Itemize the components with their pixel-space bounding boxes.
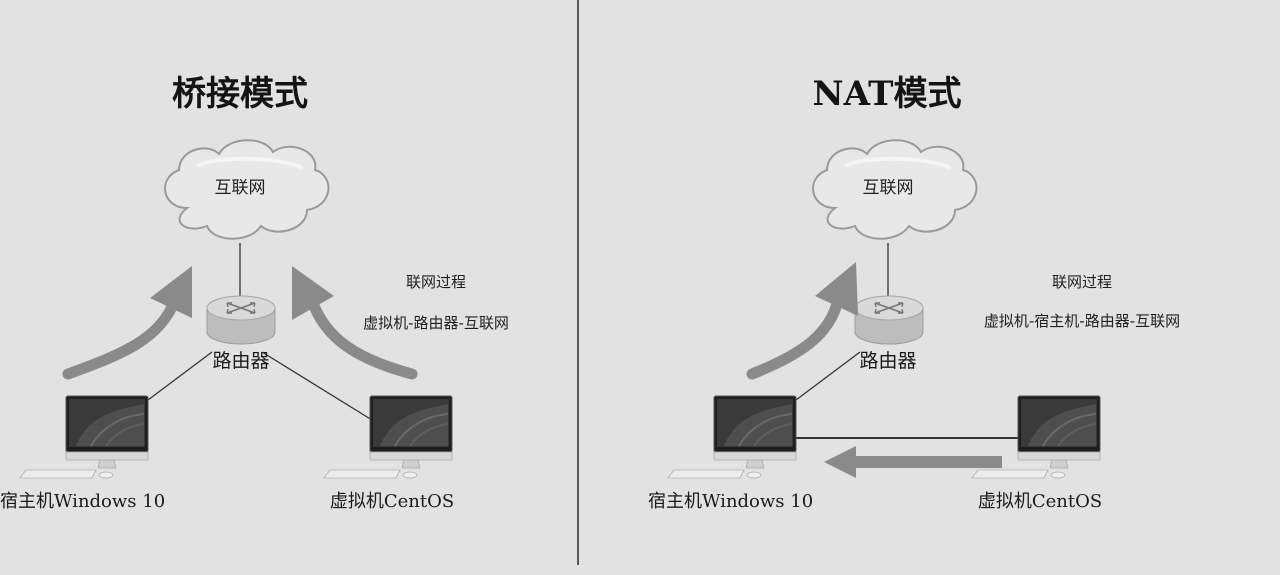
vm-label: 虚拟机CentOS	[978, 491, 1102, 512]
page-title: NAT模式	[813, 74, 962, 114]
cloud-label: 互联网	[863, 178, 914, 198]
vm-uplink-arrowhead	[292, 266, 334, 320]
router-label: 路由器	[859, 350, 916, 372]
host-label: 宿主机Windows 10	[0, 491, 165, 512]
note-heading: 联网过程	[406, 273, 466, 291]
note-path: 虚拟机-路由器-互联网	[363, 314, 509, 332]
host-monitor-icon	[667, 395, 797, 479]
cloud-label: 互联网	[215, 178, 266, 198]
vm-label: 虚拟机CentOS	[330, 491, 454, 512]
vm-uplink-arrow	[306, 294, 418, 380]
page-title: 桥接模式	[172, 74, 308, 114]
note-path: 虚拟机-宿主机-路由器-互联网	[984, 312, 1180, 330]
router-vm-link	[261, 351, 373, 421]
router-host-link	[147, 351, 213, 401]
router-label: 路由器	[212, 350, 269, 372]
router-icon	[206, 295, 276, 345]
host-monitor-icon	[19, 395, 149, 479]
vm-monitor-icon	[323, 395, 453, 479]
host-uplink-arrow	[62, 294, 181, 380]
host-uplink-arrow	[746, 294, 844, 380]
note-heading: 联网过程	[1052, 273, 1112, 291]
host-uplink-arrowhead	[815, 262, 858, 316]
nat-mode-panel: NAT模式 互联网 路由器 宿主机Windows 10 虚拟机CentOS 联网…	[648, 74, 1180, 512]
vm-to-host-arrow	[850, 456, 1002, 468]
bridge-mode-panel: 桥接模式 互联网 路由器 宿主机Windows 10 虚拟机CentOS 联网过…	[0, 74, 509, 512]
host-uplink-arrowhead	[150, 266, 192, 318]
router-host-link	[795, 351, 861, 401]
router-icon	[854, 295, 924, 345]
host-label: 宿主机Windows 10	[648, 491, 813, 512]
vm-to-host-arrowhead	[824, 446, 856, 478]
